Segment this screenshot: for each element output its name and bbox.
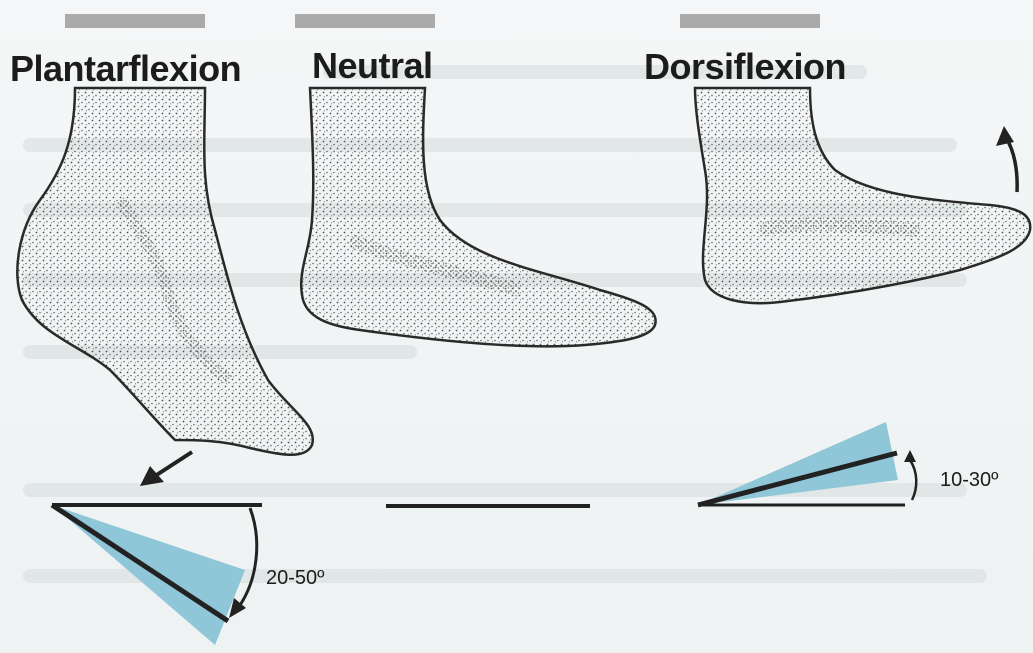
plantarflexion-angle-label: 20-50º bbox=[266, 567, 324, 590]
plantarflexion-title: Plantarflexion bbox=[10, 48, 241, 90]
neutral-title: Neutral bbox=[312, 45, 433, 87]
top-stamp-marks bbox=[65, 14, 820, 28]
arrow-down-left-icon bbox=[140, 452, 192, 486]
dorsiflexion-title: Dorsiflexion bbox=[644, 46, 846, 88]
dorsiflexion-foot bbox=[695, 88, 1030, 303]
neutral-foot bbox=[301, 88, 655, 346]
arrow-up-curved-icon bbox=[996, 126, 1017, 192]
dorsiflexion-angle-label: 10-30º bbox=[940, 469, 998, 492]
